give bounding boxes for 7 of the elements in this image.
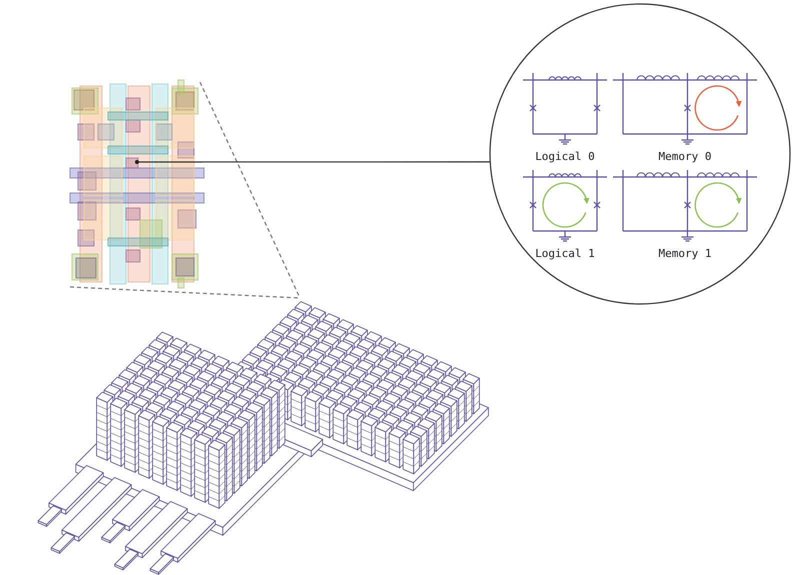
connector-line bbox=[202, 161, 490, 163]
zoom-guide-line bbox=[199, 82, 301, 298]
circuit-label: Memory 0 bbox=[658, 150, 712, 163]
circuit-label: Logical 0 bbox=[534, 150, 596, 163]
zoom-guide-line bbox=[70, 286, 300, 299]
circuit-label: Logical 1 bbox=[534, 247, 596, 260]
circuit-label: Memory 1 bbox=[658, 247, 712, 260]
